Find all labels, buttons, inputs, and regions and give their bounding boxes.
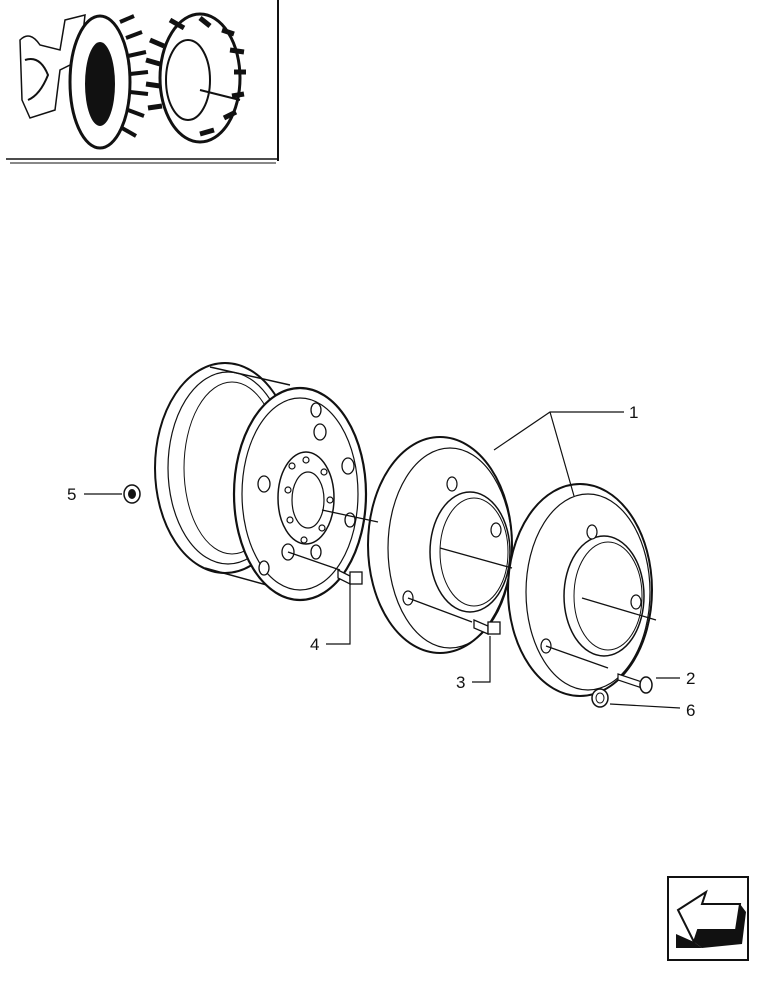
- tractor-rear-wheel-thumbnail: [2, 0, 279, 164]
- stud-4: [337, 568, 363, 586]
- callout-6: 6: [686, 701, 695, 720]
- callout-5: 5: [67, 485, 76, 504]
- wheel-centre-disc: [232, 386, 368, 602]
- callout-2: 2: [686, 669, 695, 688]
- arrow-back-icon[interactable]: [667, 876, 749, 961]
- bolt-2: [617, 673, 653, 694]
- assembly-axis: [287, 509, 657, 669]
- callout-leaders: [84, 411, 681, 709]
- stud-3: [473, 619, 501, 635]
- callout-1: 1: [629, 403, 638, 422]
- ballast-weight-inner: [367, 436, 513, 654]
- callout-4: 4: [310, 635, 319, 654]
- callout-3: 3: [456, 673, 465, 692]
- washer-6: [591, 688, 609, 708]
- ballast-weight-outer: [507, 483, 653, 697]
- nut-5: [123, 484, 141, 504]
